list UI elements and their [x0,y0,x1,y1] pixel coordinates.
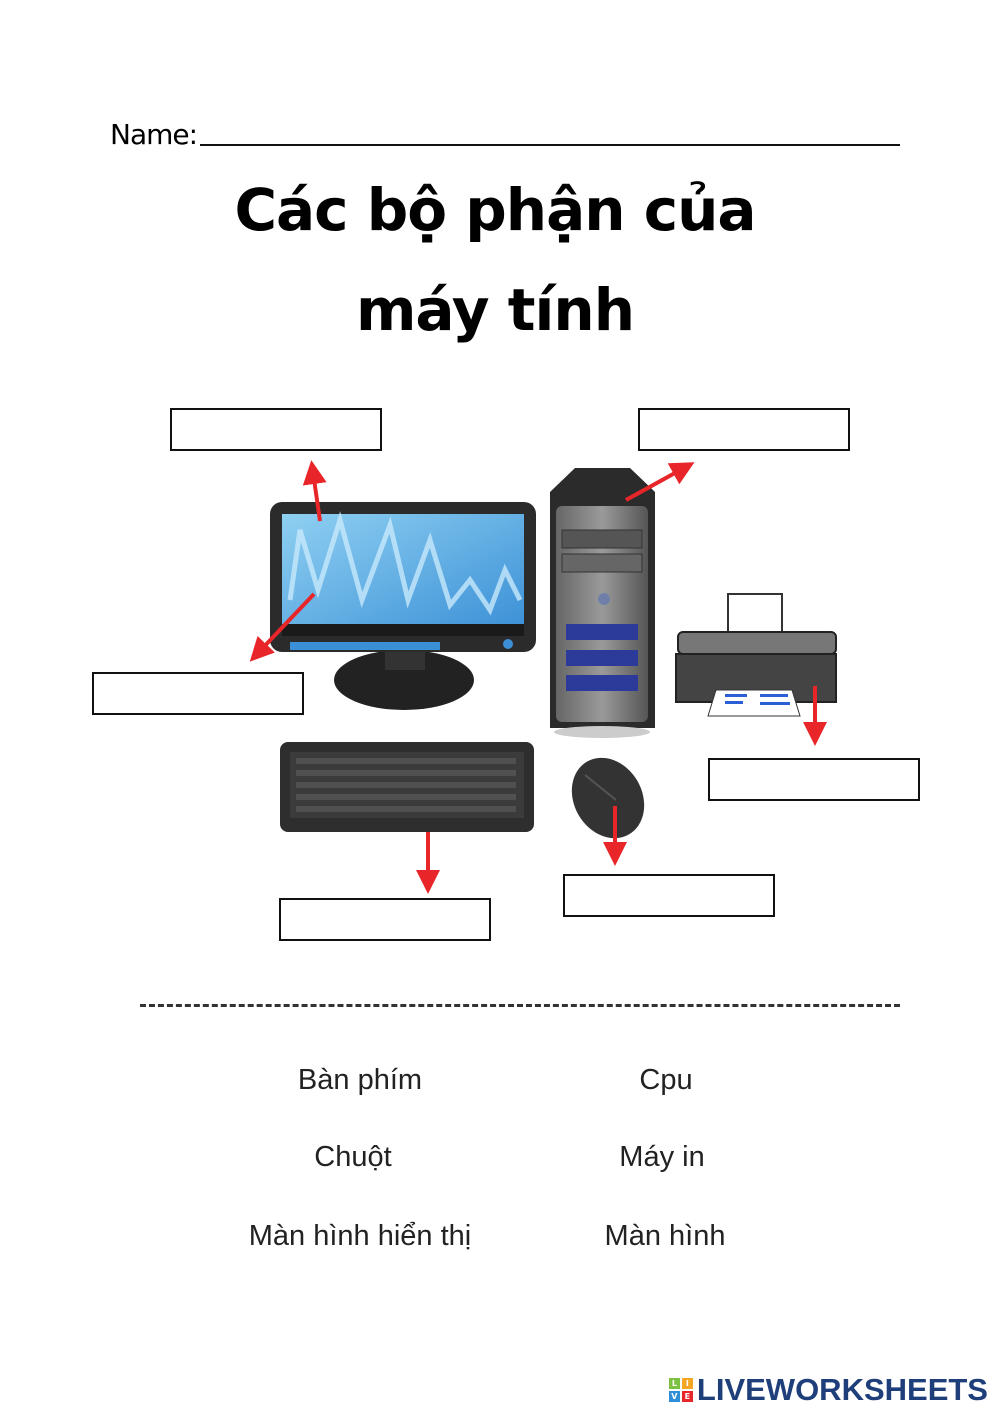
word-bank-item[interactable]: Màn hình [604,1220,726,1252]
worksheet-title-line1: Các bộ phận của [234,176,756,244]
logo-icon: L I V E [668,1378,693,1402]
keyboard-image [280,742,534,832]
liveworksheets-logo: L I V E LIVEWORKSHEETS [668,1372,988,1408]
arrow-monitor-frame [302,460,327,522]
logo-letter: L [668,1378,680,1389]
dashed-divider [140,1004,900,1007]
answer-box-cpu[interactable] [638,408,850,451]
answer-box-monitor-screen[interactable] [92,672,304,715]
worksheet-title-line2: máy tính [356,276,635,344]
answer-box-keyboard[interactable] [279,898,491,941]
monitor-image [270,502,536,710]
word-bank-item[interactable]: Bàn phím [297,1064,423,1096]
logo-letter: I [681,1378,693,1389]
logo-letter: V [668,1391,680,1402]
printer-image [675,593,837,717]
arrow-monitor-screen [249,592,316,662]
name-line [200,144,900,146]
word-bank-item[interactable]: Màn hình hiển thị [248,1220,472,1252]
word-bank-item[interactable]: Cpu [639,1064,693,1096]
cpu-tower-image [550,468,655,738]
word-bank-item[interactable]: Máy in [619,1141,705,1173]
word-bank-item[interactable]: Chuột [314,1141,392,1173]
computer-illustration [249,460,837,894]
answer-box-mouse[interactable] [563,874,775,917]
answer-box-monitor-frame[interactable] [170,408,382,451]
logo-text: LIVEWORKSHEETS [696,1372,988,1407]
arrow-cpu [625,462,695,502]
name-label: Name: [110,118,198,151]
logo-letter: E [681,1391,693,1402]
answer-box-printer[interactable] [708,758,920,801]
mouse-image [571,757,645,839]
